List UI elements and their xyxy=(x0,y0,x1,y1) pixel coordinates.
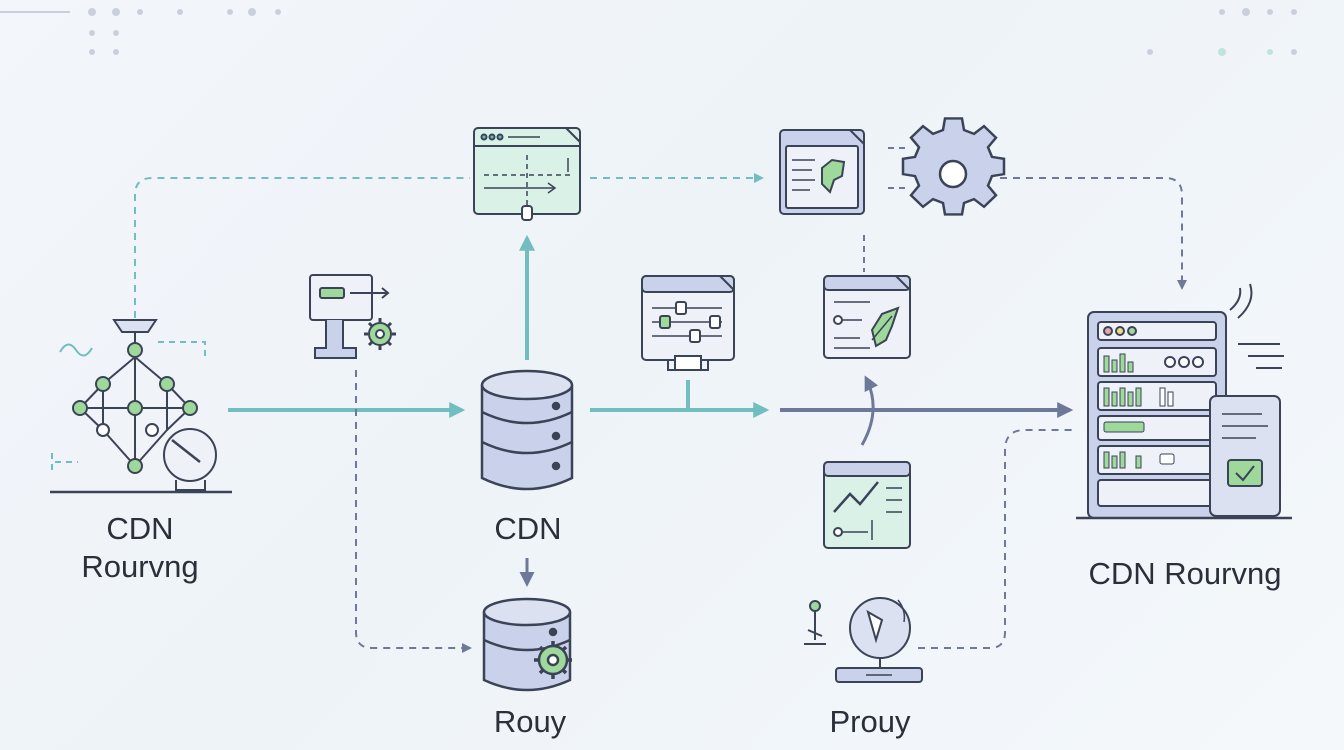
network-hub-icon xyxy=(50,319,232,494)
connector-doc-gear xyxy=(888,147,910,189)
decoration-top-left xyxy=(0,8,281,55)
database-icon xyxy=(480,369,574,491)
connector-left-top xyxy=(134,177,470,318)
bottom-center-node-label: Rouy xyxy=(493,704,567,739)
bottom-right-node-label: Prouy xyxy=(829,704,911,739)
left-node-label: CDN Rourvng xyxy=(81,511,199,584)
connector-kiosk-rouy xyxy=(355,370,472,653)
gear-icon xyxy=(901,117,1006,216)
kiosk-gear-icon xyxy=(309,274,396,359)
sliders-document-icon xyxy=(641,275,735,371)
connector-junction-curve xyxy=(860,375,879,446)
connector-dish-server xyxy=(918,429,1075,649)
document-puzzle-icon xyxy=(779,129,865,215)
document-leaf-icon xyxy=(823,275,911,359)
database-gear-icon xyxy=(482,597,572,692)
satellite-dish-icon xyxy=(804,597,923,683)
decoration-top-right xyxy=(1147,8,1297,56)
browser-window-icon xyxy=(473,127,581,221)
center-node-label: CDN xyxy=(494,511,562,546)
right-node-label: CDN Rourvng xyxy=(1088,556,1282,591)
chart-document-icon xyxy=(823,461,911,549)
server-rack-icon xyxy=(1076,283,1292,520)
connector-gear-server xyxy=(1000,177,1187,290)
